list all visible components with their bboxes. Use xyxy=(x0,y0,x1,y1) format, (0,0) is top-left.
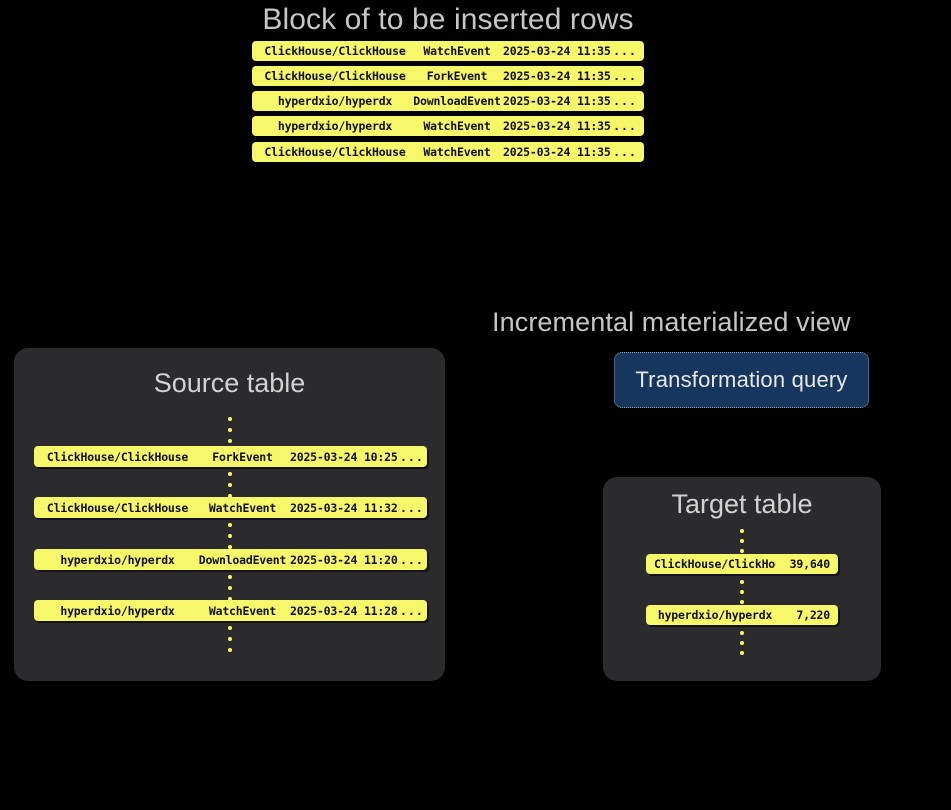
row-timestamp: 2025-03-24 11:35:44 xyxy=(503,69,613,83)
row-repository: ClickHouse/ClickHouse xyxy=(264,69,406,83)
table-row: hyperdxio/hyperdx WatchEvent 2025-03-24 … xyxy=(34,600,427,621)
row-repository: ClickHouse/ClickHouse xyxy=(46,449,189,464)
row-repository: ClickHouse/ClickHouse xyxy=(264,145,406,159)
row-event-type: WatchEvent xyxy=(423,145,491,159)
row-timestamp: 2025-03-24 11:28:32 xyxy=(290,603,400,618)
row-event-type: WatchEvent xyxy=(208,603,277,618)
row-count: 7,220 xyxy=(796,608,830,622)
row-repository: hyperdxio/hyperdx xyxy=(277,94,393,108)
block-row: ClickHouse/ClickHouse WatchEvent 2025-03… xyxy=(252,142,644,162)
row-timestamp: 2025-03-24 11:35:54 xyxy=(503,145,613,159)
row-event-type: WatchEvent xyxy=(208,500,277,515)
target-table-title: Target table xyxy=(671,489,813,519)
table-row: hyperdxio/hyperdx DownloadEvent 2025-03-… xyxy=(34,549,427,570)
row-ellipsis: ... xyxy=(613,44,637,58)
row-repository: ClickHouse/ClickHouse xyxy=(654,557,776,571)
row-ellipsis: ... xyxy=(613,119,637,133)
row-ellipsis: ... xyxy=(613,145,637,159)
table-row: ClickHouse/ClickHouse WatchEvent 2025-03… xyxy=(34,497,427,518)
vertical-ellipsis-icon xyxy=(225,472,235,498)
vertical-ellipsis-icon xyxy=(225,626,235,652)
row-timestamp: 2025-03-24 10:25:00 xyxy=(290,449,400,464)
row-timestamp: 2025-03-24 11:35:48 xyxy=(503,94,613,108)
row-ellipsis: ... xyxy=(400,500,421,515)
vertical-ellipsis-icon xyxy=(737,580,747,604)
row-repository: ClickHouse/ClickHouse xyxy=(46,500,189,515)
block-row: hyperdxio/hyperdx WatchEvent 2025-03-24 … xyxy=(252,116,644,136)
row-repository: hyperdxio/hyperdx xyxy=(657,608,773,622)
row-count: 39,640 xyxy=(789,557,830,571)
row-event-type: DownloadEvent xyxy=(198,552,287,567)
source-table-card: Source table ClickHouse/ClickHouse ForkE… xyxy=(14,348,445,681)
row-ellipsis: ... xyxy=(613,94,637,108)
row-event-type: ForkEvent xyxy=(212,449,273,464)
vertical-ellipsis-icon xyxy=(225,575,235,601)
row-repository: hyperdxio/hyperdx xyxy=(60,603,175,618)
table-row: ClickHouse/ClickHouse 39,640 xyxy=(646,554,838,574)
row-repository: hyperdxio/hyperdx xyxy=(60,552,175,567)
vertical-ellipsis-icon xyxy=(225,523,235,549)
block-row: hyperdxio/hyperdx DownloadEvent 2025-03-… xyxy=(252,91,644,111)
row-timestamp: 2025-03-24 11:32:54 xyxy=(290,500,400,515)
row-timestamp: 2025-03-24 11:35:40 xyxy=(503,44,613,58)
row-ellipsis: ... xyxy=(400,552,421,567)
row-timestamp: 2025-03-24 11:20:12 xyxy=(290,552,400,567)
target-table-card: Target table ClickHouse/ClickHouse 39,64… xyxy=(603,477,881,681)
row-event-type: WatchEvent xyxy=(423,119,491,133)
row-event-type: WatchEvent xyxy=(423,44,491,58)
transformation-query-box[interactable]: Transformation query xyxy=(614,352,869,408)
transformation-query-label: Transformation query xyxy=(635,367,848,392)
vertical-ellipsis-icon xyxy=(737,529,747,553)
block-row: ClickHouse/ClickHouse WatchEvent 2025-03… xyxy=(252,41,644,61)
source-table-title: Source table xyxy=(153,368,306,398)
materialized-view-title: Incremental materialized view xyxy=(492,307,851,337)
row-timestamp: 2025-03-24 11:35:52 xyxy=(503,119,613,133)
block-title: Block of to be inserted rows xyxy=(262,3,634,36)
row-ellipsis: ... xyxy=(400,603,421,618)
row-repository: ClickHouse/ClickHouse xyxy=(264,44,406,58)
vertical-ellipsis-icon xyxy=(737,631,747,655)
row-event-type: DownloadEvent xyxy=(413,94,501,108)
block-row: ClickHouse/ClickHouse ForkEvent 2025-03-… xyxy=(252,66,644,86)
row-event-type: ForkEvent xyxy=(426,69,488,83)
vertical-ellipsis-icon xyxy=(225,417,235,443)
row-ellipsis: ... xyxy=(613,69,637,83)
table-row: hyperdxio/hyperdx 7,220 xyxy=(646,605,838,625)
table-row: ClickHouse/ClickHouse ForkEvent 2025-03-… xyxy=(34,446,427,467)
row-repository: hyperdxio/hyperdx xyxy=(277,119,393,133)
row-ellipsis: ... xyxy=(400,449,421,464)
